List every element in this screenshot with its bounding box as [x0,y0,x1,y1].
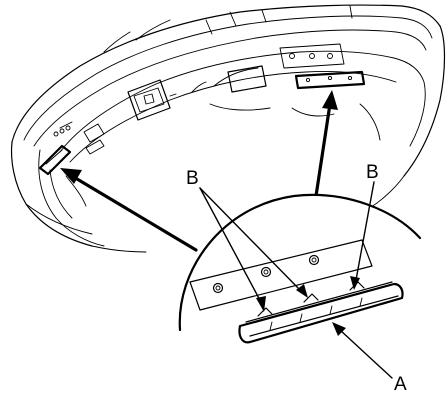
callout-b-right: B [366,162,379,183]
mounting-hole [260,266,272,278]
light-unit-a [238,281,404,344]
installed-light-left [38,144,87,207]
callout-b-left: B [186,168,199,189]
tailgate-inner-features [53,43,381,155]
leader-lines [199,181,393,379]
magnified-inset [178,193,422,400]
installed-light-right [294,70,366,90]
mounting-hole [308,254,320,266]
pointer-arrow-left [60,168,198,252]
callout-a: A [394,374,407,395]
pointer-arrow-right [314,90,338,198]
mounting-plate [189,239,373,311]
mounting-hole [212,282,224,294]
